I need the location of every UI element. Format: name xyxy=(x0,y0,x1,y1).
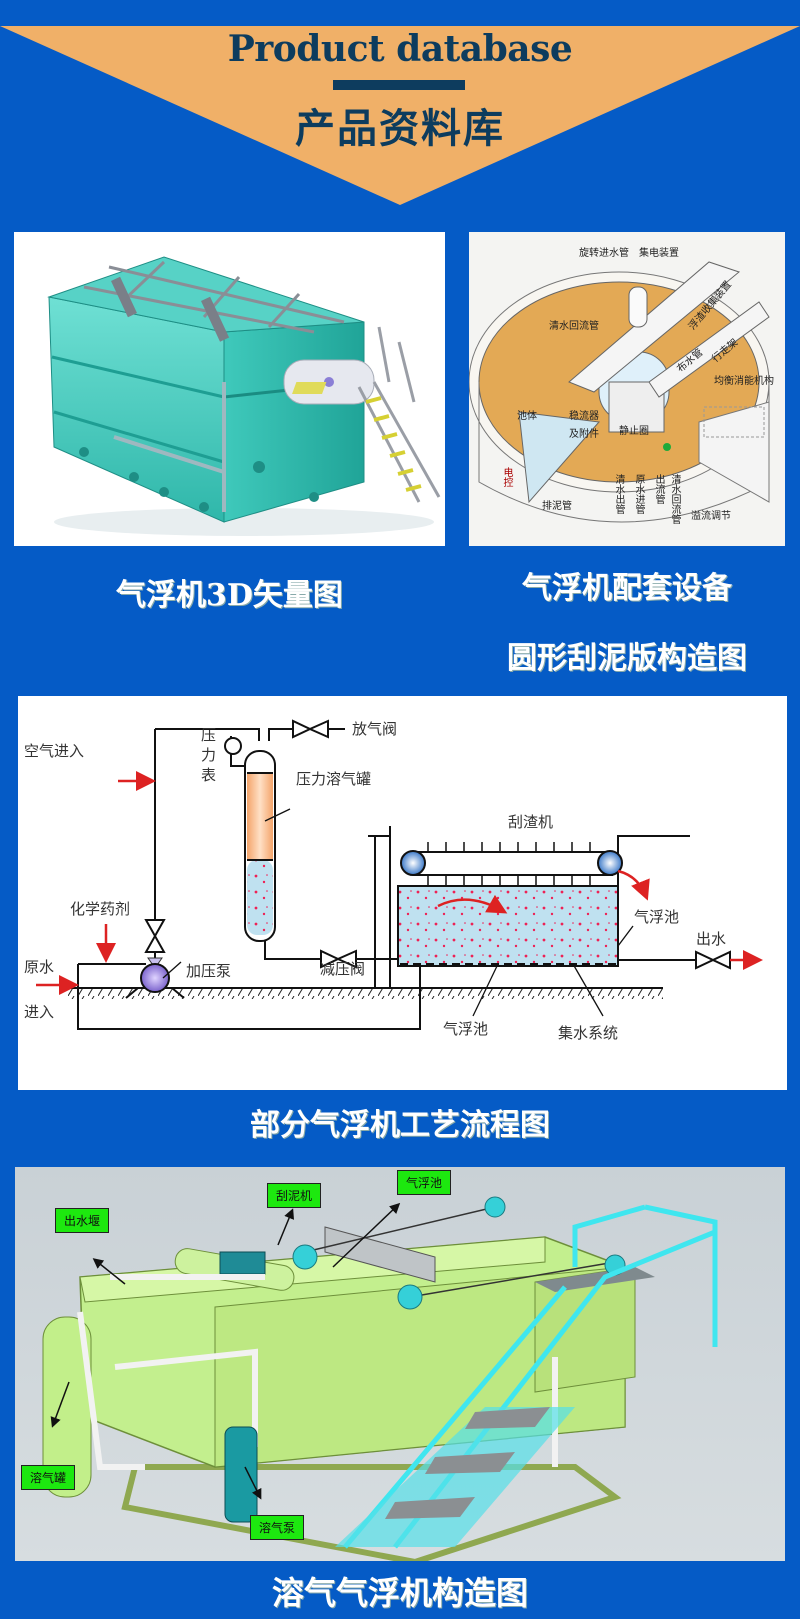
banner-triangle xyxy=(0,0,800,220)
process-flow-diagram: 空气进入 放气阀 压 力 表 压力溶气罐 化学药剂 原水 进入 加压泵 减压阀 … xyxy=(18,696,787,1090)
daf-structure-illustration xyxy=(42,1196,718,1566)
label-stabilizer: 稳流器 xyxy=(569,411,599,422)
label-clear-water-outlet: 清水出管 xyxy=(613,474,624,514)
caption-daf-structure: 溶气气浮机构造图 xyxy=(271,1574,528,1612)
image-daf-structure: 出水堰 刮泥机 气浮池 溶气罐 溶气泵 xyxy=(15,1167,785,1566)
image-circular-scraper: 旋转进水管 集电装置 浮渣收集装置 清水回流管 布水管 行走架 均衡消能机构 池… xyxy=(468,232,785,546)
label-return-pipe: 清水回流管 xyxy=(549,321,599,332)
label-scraper: 刮渣机 xyxy=(508,813,554,831)
label-energy-dissipator: 均衡消能机构 xyxy=(714,376,774,387)
caption-3d-vector: 气浮机3D矢量图 xyxy=(116,578,343,613)
title-divider xyxy=(333,80,465,90)
tag-scraper: 刮泥机 xyxy=(267,1183,322,1208)
tag-dissolver-tank: 溶气罐 xyxy=(21,1465,76,1490)
caption-equipment-line2: 圆形刮泥版构造图 xyxy=(507,641,747,676)
label-tank-body: 池体 xyxy=(517,411,537,422)
page-title-cn: 产品资料库 xyxy=(295,105,505,152)
label-sludge-pipe: 排泥管 xyxy=(542,501,572,512)
label-raw-water-in: 进入 xyxy=(24,1003,55,1021)
label-accessories: 及附件 xyxy=(569,429,599,440)
label-chemical: 化学药剂 xyxy=(70,900,131,918)
page-title-en: Product database xyxy=(227,28,573,70)
tag-outlet-weir: 出水堰 xyxy=(55,1208,110,1233)
label-reducing-valve: 减压阀 xyxy=(320,960,366,978)
image-3d-machine xyxy=(14,232,445,546)
label-outflow-pipe: 出流管 xyxy=(653,474,664,504)
caption-equipment-line1: 气浮机配套设备 xyxy=(522,571,732,606)
label-raw-water-inlet: 原水进管 xyxy=(633,474,644,514)
label-still-ring: 静止圈 xyxy=(619,426,649,437)
process-flow-svg xyxy=(36,719,763,1030)
label-air-in: 空气进入 xyxy=(24,742,85,760)
label-rotating-inlet: 旋转进水管 xyxy=(579,248,629,259)
label-gauge-3: 表 xyxy=(201,766,217,784)
label-raw-water: 原水 xyxy=(24,958,55,976)
label-outlet: 出水 xyxy=(696,930,727,948)
circular-scraper-diagram xyxy=(468,261,770,523)
header-banner xyxy=(0,0,800,220)
flotation-machine-3d-illustration xyxy=(47,256,441,536)
label-gauge-1: 压 xyxy=(201,726,217,744)
label-gauge-2: 力 xyxy=(201,746,217,764)
label-float-tank-bottom: 气浮池 xyxy=(443,1020,489,1038)
label-return-pipe-2: 清水回流管 xyxy=(669,474,680,524)
label-collection-system: 集水系统 xyxy=(558,1024,619,1042)
label-electric-control: 电控 xyxy=(501,467,512,487)
label-overflow-adjust: 溢流调节 xyxy=(691,511,731,522)
caption-process-flow: 部分气浮机工艺流程图 xyxy=(250,1108,550,1143)
tag-float-tank: 气浮池 xyxy=(397,1170,452,1195)
label-collector: 集电装置 xyxy=(639,248,679,259)
label-pressure-tank: 压力溶气罐 xyxy=(296,770,372,788)
label-float-tank-right: 气浮池 xyxy=(634,908,680,926)
tag-dissolver-pump: 溶气泵 xyxy=(250,1515,305,1540)
label-vent-valve: 放气阀 xyxy=(352,720,398,738)
label-pump: 加压泵 xyxy=(186,962,232,980)
